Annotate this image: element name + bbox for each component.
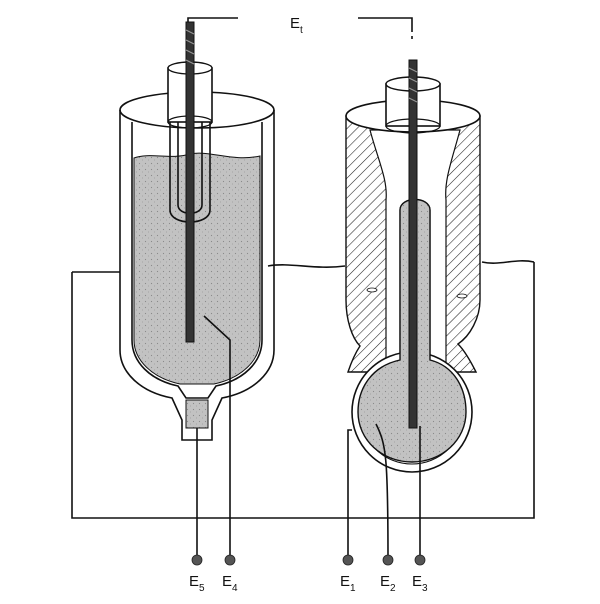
electrode-rod-right <box>408 59 418 429</box>
label-e1: E1 <box>340 573 356 594</box>
terminal-e3 <box>414 554 426 566</box>
electrode-rod-left <box>185 21 195 343</box>
label-e2: E2 <box>380 573 396 594</box>
bath-vessel <box>71 260 535 519</box>
thermometer-electrode-right <box>345 59 481 473</box>
label-e4: E4 <box>222 573 238 594</box>
label-e5: E5 <box>189 573 205 594</box>
frit <box>185 399 209 429</box>
electrolyte-fill <box>133 152 261 385</box>
terminal-e5 <box>191 554 203 566</box>
terminal-e4 <box>224 554 236 566</box>
reference-electrode-left <box>119 21 275 441</box>
label-e3: E3 <box>412 573 428 594</box>
label-et: Et <box>290 15 303 36</box>
terminal-e2 <box>382 554 394 566</box>
lead-wires <box>196 315 421 561</box>
terminal-e1 <box>342 554 354 566</box>
